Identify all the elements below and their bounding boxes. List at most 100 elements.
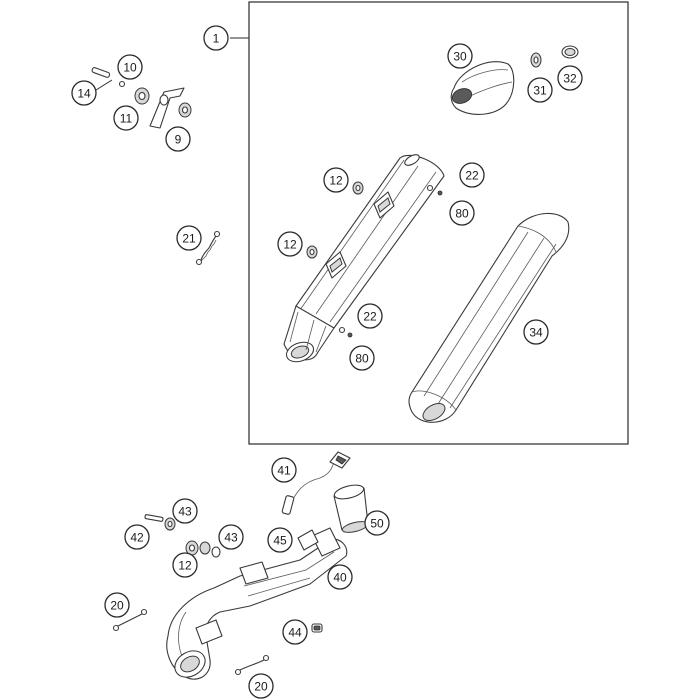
callout-44: 44 <box>282 619 308 645</box>
callout-number: 12 <box>329 174 343 188</box>
callout-circle <box>218 524 244 550</box>
callout-number: 34 <box>529 326 543 340</box>
callout-20: 20 <box>248 673 274 699</box>
silencer-assembly-frame <box>248 1 629 445</box>
part-22-80-fasteners-upper <box>426 184 443 196</box>
callout-circle <box>282 619 308 645</box>
callout-43: 43 <box>218 524 244 550</box>
callout-50: 50 <box>364 510 390 536</box>
callout-number: 14 <box>77 87 91 101</box>
callout-12: 12 <box>172 552 198 578</box>
callout-number: 20 <box>110 599 124 613</box>
callout-22: 22 <box>357 303 383 329</box>
callout-number: 9 <box>175 133 182 147</box>
part-11-grommet <box>134 87 150 105</box>
callout-number: 43 <box>224 531 238 545</box>
callout-number: 80 <box>355 352 369 366</box>
part-12-grommet-lower <box>306 245 318 259</box>
callout-circle <box>364 510 390 536</box>
callout-circle <box>124 524 150 550</box>
callout-circle <box>271 457 297 483</box>
part-20-spring-left <box>112 608 148 632</box>
callout-12: 12 <box>323 167 349 193</box>
callout-80: 80 <box>349 345 375 371</box>
part-42-43-hardware <box>144 514 221 558</box>
callout-circle <box>357 303 383 329</box>
silencer-body <box>283 154 445 363</box>
callout-45: 45 <box>267 527 293 553</box>
callout-circle <box>277 231 303 257</box>
callout-circle <box>447 43 473 69</box>
part-20-spring-right <box>234 654 270 676</box>
callout-number: 31 <box>533 84 547 98</box>
callout-circle <box>104 592 130 618</box>
callout-circle <box>113 105 139 131</box>
part-50-sleeve <box>333 484 369 533</box>
callout-circle <box>327 564 353 590</box>
callout-number: 12 <box>178 559 192 573</box>
callout-43: 43 <box>172 498 198 524</box>
callout-number: 44 <box>288 626 302 640</box>
callout-number: 12 <box>283 238 297 252</box>
callout-number: 45 <box>273 534 287 548</box>
callout-42: 42 <box>124 524 150 550</box>
callout-circle <box>176 225 202 251</box>
callout-circle <box>527 77 553 103</box>
callout-number: 42 <box>130 531 144 545</box>
callout-1: 1 <box>203 25 229 51</box>
callout-number: 11 <box>120 112 133 126</box>
callout-32: 32 <box>557 65 583 91</box>
callout-circle <box>459 162 485 188</box>
part-21-spring <box>195 230 221 266</box>
part-14-bolt <box>91 67 113 91</box>
callout-22: 22 <box>459 162 485 188</box>
callout-circle <box>349 345 375 371</box>
callout-circle <box>117 54 143 80</box>
callout-30: 30 <box>447 43 473 69</box>
callout-number: 40 <box>333 571 347 585</box>
part-9-bracket <box>149 87 192 129</box>
callout-circle <box>323 167 349 193</box>
callout-number: 43 <box>178 505 192 519</box>
callout-number: 22 <box>465 169 479 183</box>
callout-41: 41 <box>271 457 297 483</box>
callout-number: 41 <box>277 464 291 478</box>
callout-circle <box>267 527 293 553</box>
callout-circle <box>203 25 229 51</box>
callout-21: 21 <box>176 225 202 251</box>
callout-34: 34 <box>523 319 549 345</box>
callout-number: 21 <box>182 232 196 246</box>
part-41-sensor <box>281 451 351 515</box>
callout-40: 40 <box>327 564 353 590</box>
callout-circle <box>165 126 191 152</box>
callout-circle <box>449 200 475 226</box>
callout-circle <box>71 80 97 106</box>
callout-11: 11 <box>113 105 139 131</box>
callout-number: 22 <box>363 310 377 324</box>
callout-number: 32 <box>563 72 577 86</box>
callout-20: 20 <box>104 592 130 618</box>
part-34-silencer-cover <box>408 212 570 423</box>
part-40-header-pipe <box>166 527 348 680</box>
callout-31: 31 <box>527 77 553 103</box>
callout-circle <box>248 673 274 699</box>
part-31-grommet <box>530 52 542 68</box>
callout-number: 1 <box>213 32 220 46</box>
part-12-grommet-upper <box>352 181 364 195</box>
callout-14: 14 <box>71 80 97 106</box>
callout-10: 10 <box>117 54 143 80</box>
part-10-washer <box>118 80 126 88</box>
callout-circle <box>523 319 549 345</box>
part-22-80-fasteners-lower <box>338 326 353 338</box>
callout-number: 20 <box>254 680 268 694</box>
callout-circle <box>557 65 583 91</box>
callout-circle <box>172 552 198 578</box>
callout-number: 10 <box>123 61 137 75</box>
callout-9: 9 <box>165 126 191 152</box>
callout-12: 12 <box>277 231 303 257</box>
part-44-bolt <box>311 623 323 633</box>
callout-number: 30 <box>453 50 467 64</box>
callout-80: 80 <box>449 200 475 226</box>
callout-number: 50 <box>370 517 384 531</box>
